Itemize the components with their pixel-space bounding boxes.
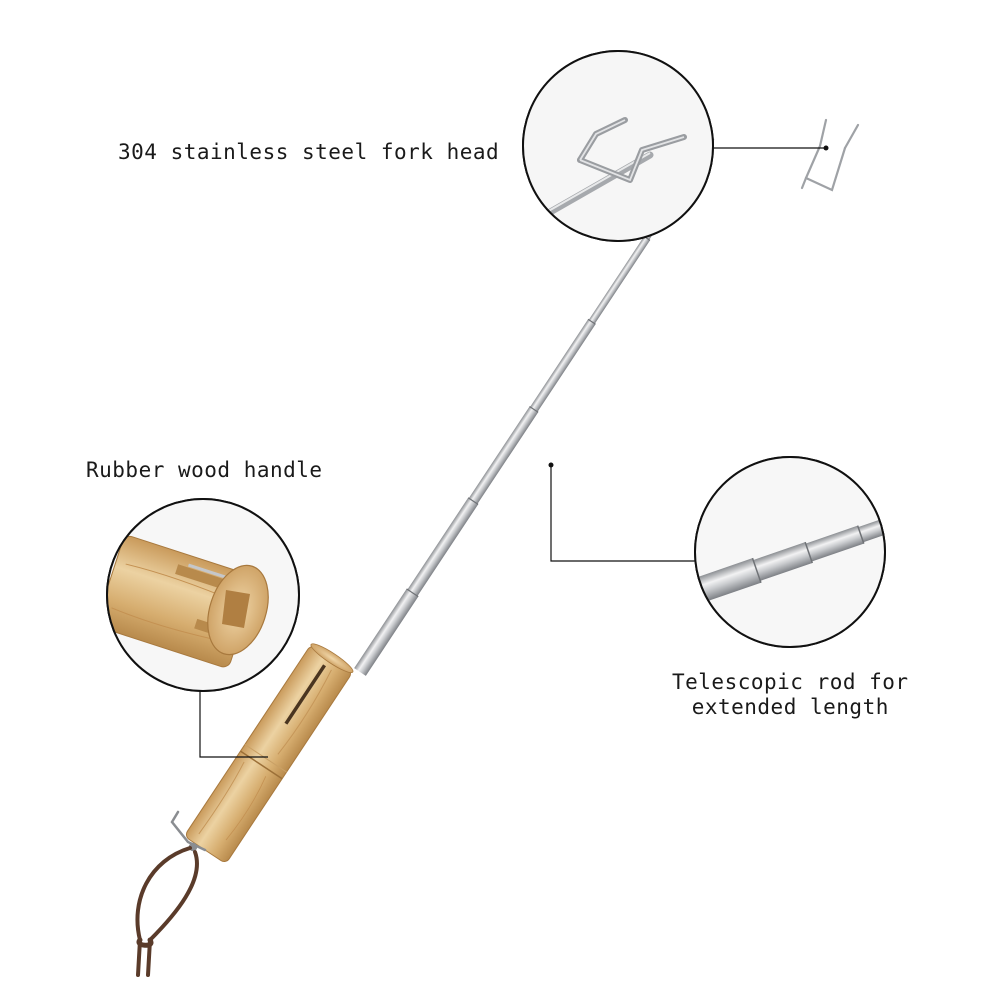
fork-head: [800, 118, 860, 192]
telescopic-rod-label: Telescopic rod for extended length: [672, 670, 909, 720]
callout-telescopic-rod: [548, 456, 886, 648]
callout-handle: [106, 498, 300, 758]
leather-strap: [135, 846, 199, 977]
telescopic-rod-label-line1: Telescopic rod for: [672, 670, 909, 694]
handle-label: Rubber wood handle: [86, 458, 323, 482]
callout-fork-head: [522, 50, 829, 242]
telescopic-rod-label-line2: extended length: [691, 695, 889, 719]
wood-handle: [185, 643, 354, 862]
fork-head-label: 304 stainless steel fork head: [118, 140, 500, 164]
